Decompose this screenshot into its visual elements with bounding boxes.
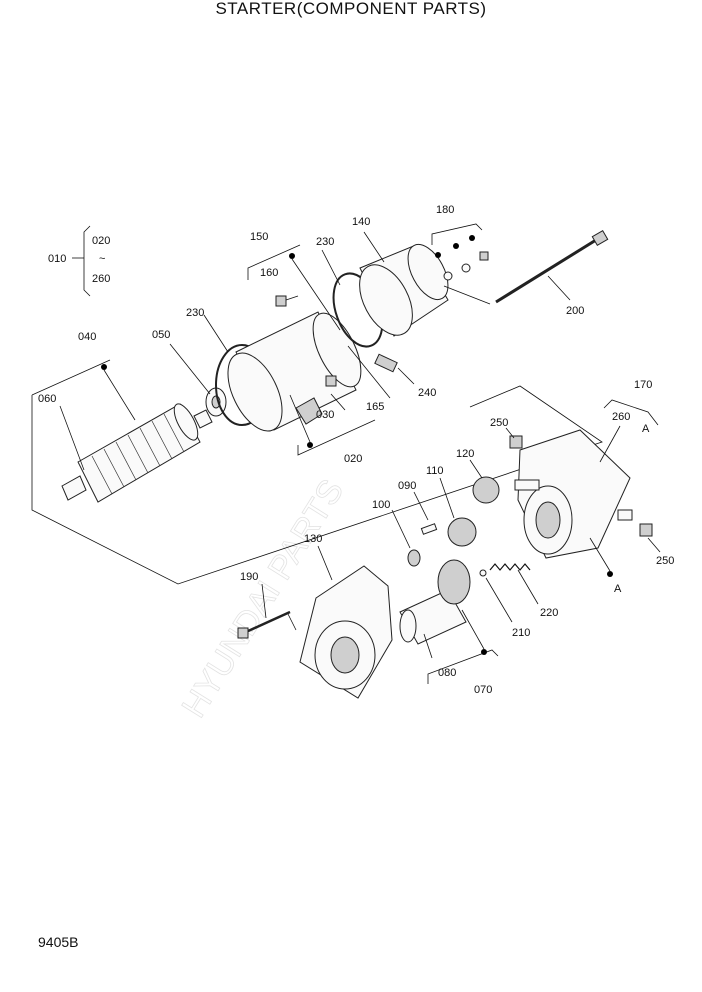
callout-010: 010 — [48, 253, 66, 265]
group-180-bracket — [431, 223, 483, 245]
bushing-icon — [374, 353, 398, 373]
callout-030: 030 — [316, 409, 334, 421]
front-housing-icon — [299, 565, 393, 699]
gear-icon — [447, 517, 477, 547]
nut-icon — [509, 435, 523, 449]
ref-label-a: A — [614, 583, 622, 595]
group-010-bracket — [72, 225, 91, 297]
screw-icon — [275, 295, 299, 307]
bolt-icon — [237, 610, 291, 639]
callout-110: 110 — [426, 465, 444, 477]
callout-150: 150 — [250, 231, 268, 243]
callout-260: 260 — [612, 411, 630, 423]
callout-050: 050 — [152, 329, 170, 341]
callout-260-range-end: 260 — [92, 273, 110, 285]
callout-070: 070 — [474, 684, 492, 696]
callout-250: 250 — [490, 417, 508, 429]
idler-gear-icon — [472, 476, 500, 504]
nut-icon — [479, 251, 489, 261]
callout-220: 220 — [540, 607, 558, 619]
through-bolt-icon — [495, 229, 609, 304]
callout-230: 230 — [186, 307, 204, 319]
callout-250: 250 — [656, 555, 674, 567]
document-code: 9405B — [38, 934, 79, 950]
callout-090: 090 — [398, 480, 416, 492]
retainer-icon — [407, 549, 421, 567]
callout-080: 080 — [438, 667, 456, 679]
callout-165: 165 — [366, 401, 384, 413]
callout-120: 120 — [456, 448, 474, 460]
callout-170: 170 — [634, 379, 652, 391]
ball-icon — [479, 569, 487, 577]
callout-210: 210 — [512, 627, 530, 639]
group-170-bracket — [603, 399, 659, 426]
armature-group-outline — [31, 359, 603, 585]
pin-icon — [420, 523, 438, 535]
yoke-icon — [227, 311, 362, 432]
callout-100: 100 — [372, 499, 390, 511]
ref-label-a: A — [642, 423, 650, 435]
nut-icon — [639, 523, 653, 537]
group-070-bracket — [427, 649, 499, 684]
callout-230: 230 — [316, 236, 334, 248]
callout-020-range-start: 020 — [92, 235, 110, 247]
pinion-clutch-icon — [399, 559, 471, 645]
callout-020: 020 — [344, 453, 362, 465]
callout-040: 040 — [78, 331, 96, 343]
callout-190: 190 — [240, 571, 258, 583]
washer-icon — [443, 271, 453, 281]
callout-060: 060 — [38, 393, 56, 405]
callout-140: 140 — [352, 216, 370, 228]
spring-icon — [489, 563, 531, 571]
callout-180: 180 — [436, 204, 454, 216]
callout-130: 130 — [304, 533, 322, 545]
group-150-bracket — [247, 244, 301, 280]
callout-160: 160 — [260, 267, 278, 279]
stud-icon — [617, 509, 633, 521]
armature-icon — [61, 403, 213, 503]
washer-icon — [461, 263, 471, 273]
page-title: STARTER(COMPONENT PARTS) — [215, 0, 487, 18]
rear-cover-icon — [359, 243, 449, 337]
range-separator: ~ — [99, 253, 105, 265]
group-020-bracket — [297, 419, 376, 456]
drive-housing-icon — [517, 429, 631, 559]
callout-240: 240 — [418, 387, 436, 399]
callout-200: 200 — [566, 305, 584, 317]
